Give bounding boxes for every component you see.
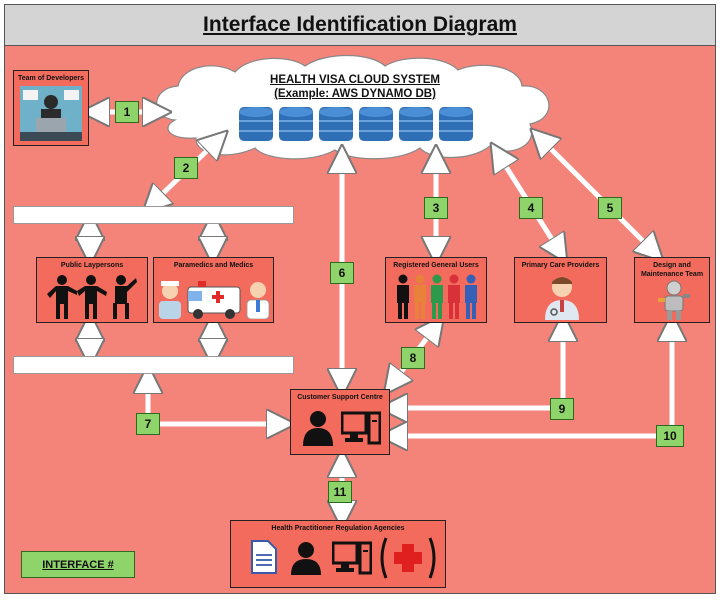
ambulance-medics-icon	[159, 281, 270, 319]
registered-users-label: Registered General Users	[393, 262, 479, 269]
registered-users-box: Registered General Users	[385, 257, 487, 323]
developers-box: Team of Developers	[13, 70, 89, 146]
arrow-10	[392, 326, 672, 436]
database-icon	[319, 107, 353, 141]
interface-number-1: 1	[115, 101, 139, 123]
cloud-title: HEALTH VISA CLOUD SYSTEM (Example: AWS D…	[250, 73, 460, 101]
interface-legend: INTERFACE #	[21, 551, 135, 578]
primary-care-box: Primary Care Providers	[514, 257, 607, 323]
interface-number-10: 10	[656, 425, 684, 447]
developer-workspace-icon	[20, 86, 82, 141]
public-laypersons-label: Public Laypersons	[60, 262, 124, 269]
database-icon	[439, 107, 473, 141]
developers-label: Team of Developers	[17, 75, 84, 82]
design-maintenance-box: Design and Maintenance Team	[634, 257, 710, 323]
paramedics-label: Paramedics and Medics	[173, 262, 254, 269]
arrow-5	[540, 138, 654, 252]
layperson-group-bottom-bar	[13, 356, 294, 374]
person-icon	[291, 542, 321, 575]
person-icon	[303, 411, 333, 446]
document-icon	[251, 540, 277, 574]
database-icons	[239, 107, 473, 141]
medical-cross-icon	[380, 537, 436, 579]
users-group-icon	[397, 274, 477, 319]
interface-number-3: 3	[424, 197, 448, 219]
computer-icon	[341, 411, 381, 445]
primary-care-label: Primary Care Providers	[521, 262, 600, 269]
interface-legend-label: INTERFACE #	[42, 558, 114, 571]
customer-support-label: Customer Support Centre	[297, 394, 383, 401]
public-laypersons-box: Public Laypersons	[36, 257, 148, 323]
doctor-icon	[545, 277, 579, 320]
interface-number-2: 2	[174, 157, 198, 179]
cloud-title-line1: HEALTH VISA CLOUD SYSTEM	[270, 74, 440, 86]
title-bar: Interface Identification Diagram	[4, 4, 716, 46]
interface-number-4: 4	[519, 197, 543, 219]
interface-number-11: 11	[328, 481, 352, 503]
cloud-title-line2: (Example: AWS DYNAMO DB)	[274, 88, 436, 100]
regulation-agencies-label: Health Practitioner Regulation Agencies	[271, 525, 405, 532]
maintenance-robot-icon	[658, 280, 690, 320]
database-icon	[359, 107, 393, 141]
interface-number-7: 7	[136, 413, 160, 435]
interface-number-6: 6	[330, 262, 354, 284]
database-icon	[399, 107, 433, 141]
regulation-agencies-box: Health Practitioner Regulation Agencies	[230, 520, 446, 588]
people-group-icon	[47, 275, 137, 319]
layperson-group-top-bar	[13, 206, 294, 224]
interface-number-5: 5	[598, 197, 622, 219]
computer-icon	[332, 541, 372, 575]
database-icon	[279, 107, 313, 141]
paramedics-box: Paramedics and Medics	[153, 257, 274, 323]
customer-support-box: Customer Support Centre	[290, 389, 390, 455]
diagram-title: Interface Identification Diagram	[203, 13, 517, 36]
interface-number-9: 9	[550, 398, 574, 420]
database-icon	[239, 107, 273, 141]
arrow-7	[148, 378, 282, 424]
design-maintenance-label: Design and Maintenance Team	[640, 262, 704, 278]
interface-number-8: 8	[401, 347, 425, 369]
